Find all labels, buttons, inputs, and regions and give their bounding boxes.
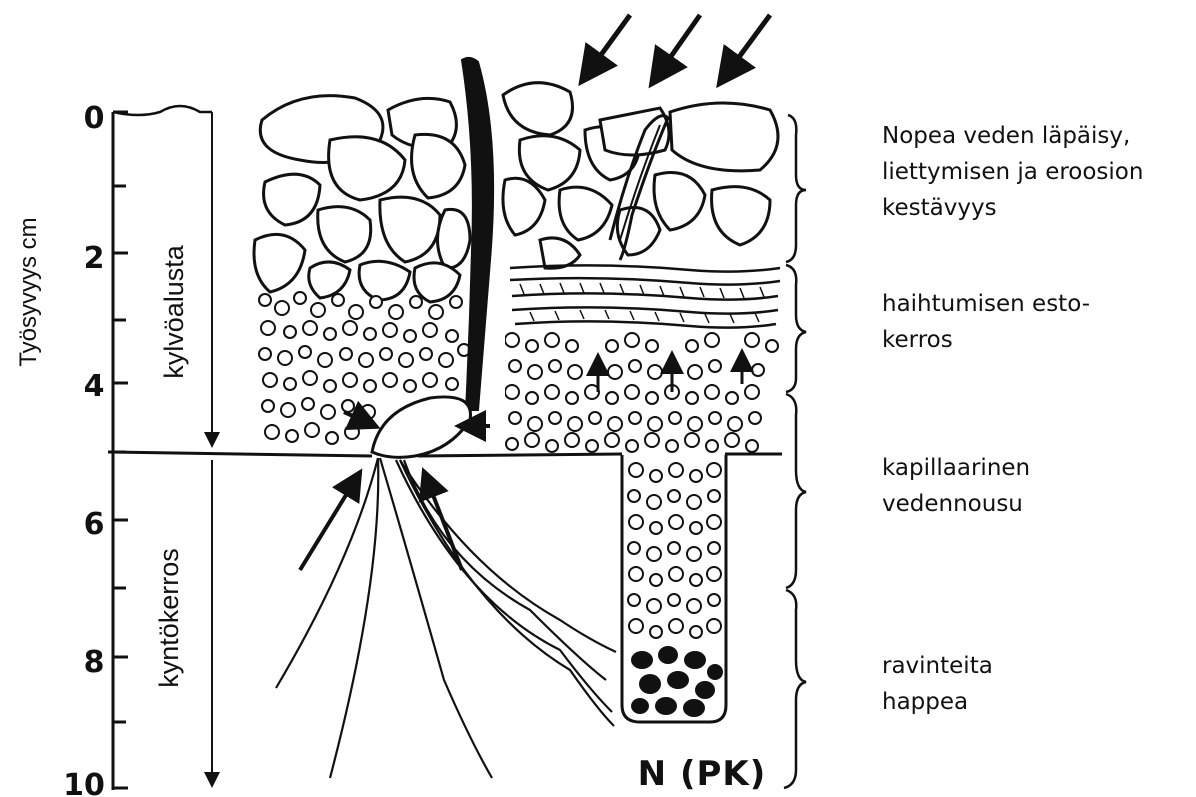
annotation-line: kapillaarinen bbox=[882, 450, 1030, 486]
fine-aggregates-right bbox=[505, 333, 778, 452]
annotation-line: Nopea veden läpäisy, bbox=[882, 118, 1143, 154]
tick-label-2: 2 bbox=[84, 241, 105, 276]
tick-label-4: 4 bbox=[84, 369, 105, 404]
tick-label-6: 6 bbox=[84, 507, 105, 542]
annotation-line: happea bbox=[882, 684, 993, 720]
fertilizer-label: N (PK) bbox=[638, 754, 767, 794]
y-axis-title: Työsyvyys cm bbox=[15, 217, 42, 366]
fertilizer-granules bbox=[631, 646, 723, 717]
annotation-line: liettymisen ja eroosion bbox=[882, 154, 1143, 190]
annotation-nutrients-oxygen: ravinteita happea bbox=[882, 648, 993, 720]
tick-label-10: 10 bbox=[63, 768, 105, 797]
layer-brackets bbox=[784, 115, 806, 788]
annotation-line: kerros bbox=[882, 322, 1090, 358]
annotation-line: ravinteita bbox=[882, 648, 993, 684]
depth-tick-labels: 0 2 4 6 8 10 bbox=[63, 101, 105, 797]
seed bbox=[372, 397, 471, 457]
seedbed-boundary-line bbox=[108, 452, 782, 456]
column-aggregates bbox=[628, 463, 721, 638]
tick-label-0: 0 bbox=[84, 101, 105, 136]
annotation-line: kestävyys bbox=[882, 190, 1143, 226]
annotation-infiltration: Nopea veden läpäisy, liettymisen ja eroo… bbox=[882, 118, 1143, 226]
annotation-line: vedennousu bbox=[882, 486, 1030, 522]
annotation-evaporation-barrier: haihtumisen esto- kerros bbox=[882, 286, 1090, 358]
soil-clods bbox=[254, 83, 778, 302]
annotation-capillary-rise: kapillaarinen vedennousu bbox=[882, 450, 1030, 522]
evaporation-barrier-hatching bbox=[520, 283, 764, 323]
annotation-line: haihtumisen esto- bbox=[882, 286, 1090, 322]
roots bbox=[276, 458, 616, 778]
seedbed-label: kylvöalusta bbox=[159, 244, 189, 379]
tick-label-8: 8 bbox=[84, 645, 105, 680]
rain-arrows bbox=[590, 15, 770, 72]
plough-layer-label: kyntökerros bbox=[154, 548, 184, 688]
evaporation-barrier-layer bbox=[510, 265, 780, 327]
